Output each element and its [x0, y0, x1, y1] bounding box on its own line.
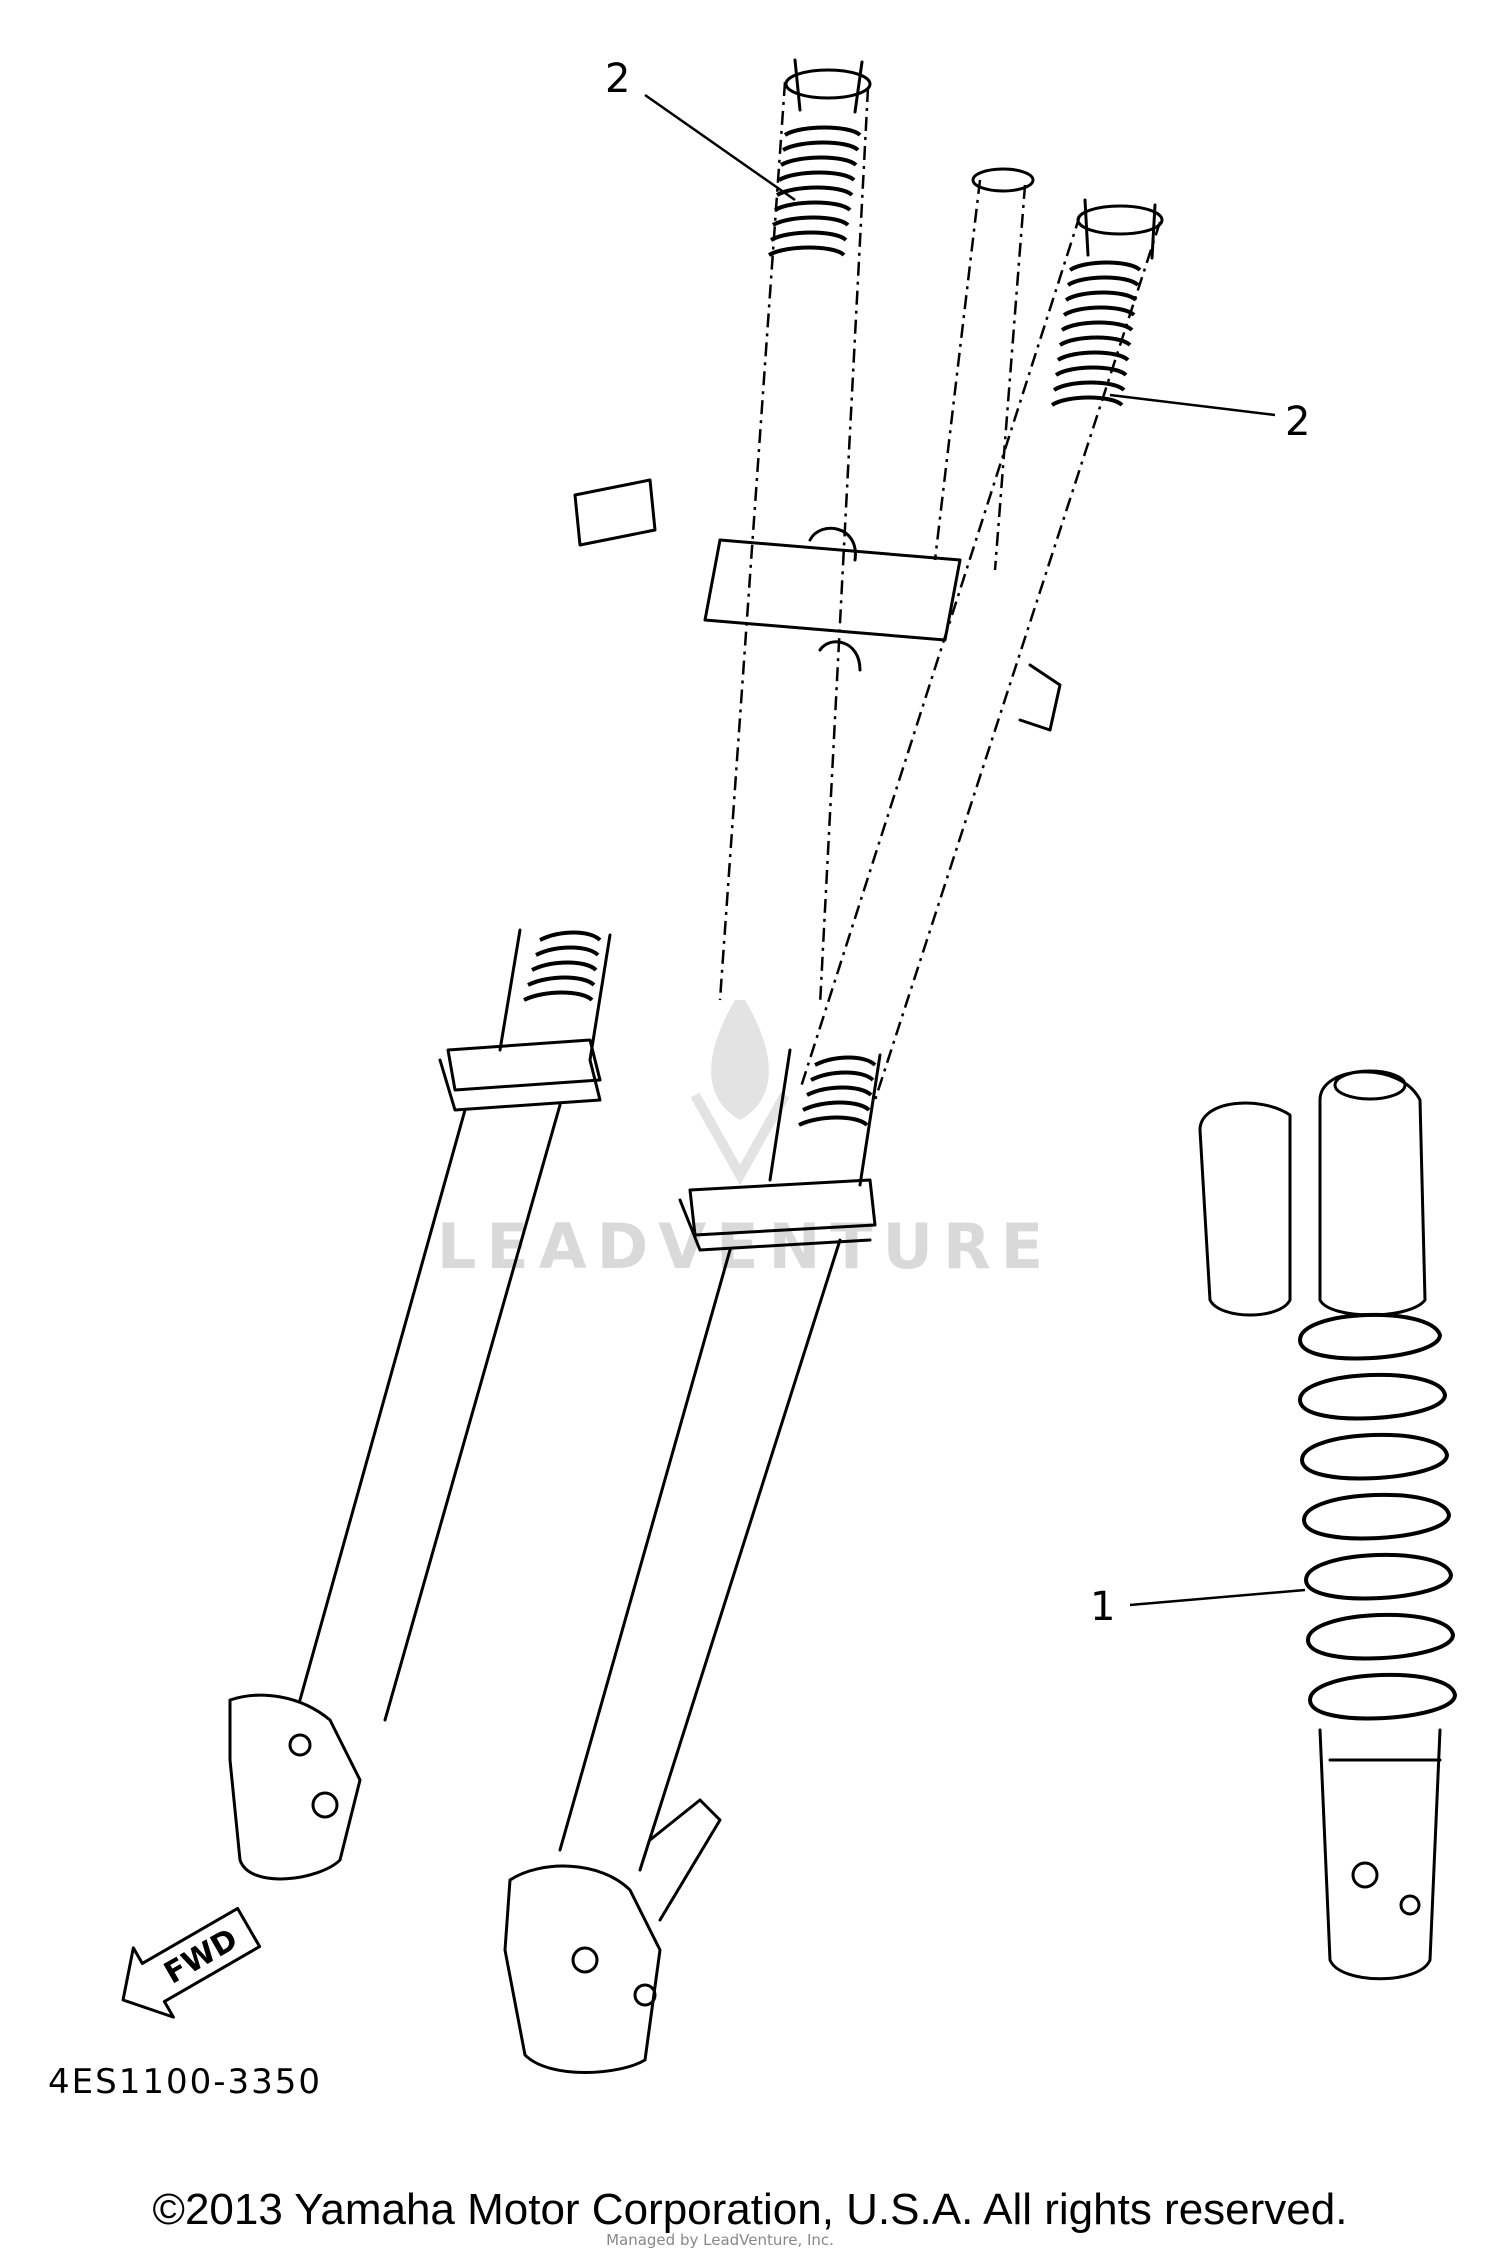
rear-shock-assembly	[1198, 1069, 1458, 1981]
leader-line	[1129, 1588, 1306, 1607]
right-fork-top-spring	[1050, 260, 1142, 407]
fwd-arrow-icon: FWD	[121, 1906, 262, 2019]
steering-stem-assembly	[573, 167, 1062, 732]
shock-spring	[1298, 1312, 1458, 1721]
copyright-notice: ©2013 Yamaha Motor Corporation, U.S.A. A…	[153, 2185, 1348, 2234]
callout-spring-right: 2	[1285, 399, 1310, 445]
watermark: LEADVENTURE	[437, 1000, 1043, 1283]
watermark-small: Managed by LeadVenture, Inc.	[606, 2231, 834, 2249]
callout-shock-spring: 1	[1090, 1584, 1115, 1630]
diagram-code: 4ES1100-3350	[48, 2062, 322, 2102]
right-fork-assembly	[503, 198, 1164, 2074]
left-fork-top-spring	[767, 125, 862, 257]
callout-spring-left: 2	[605, 56, 630, 102]
leader-line	[644, 93, 796, 202]
left-fork-assembly	[228, 58, 872, 1881]
leader-line	[1109, 393, 1276, 417]
